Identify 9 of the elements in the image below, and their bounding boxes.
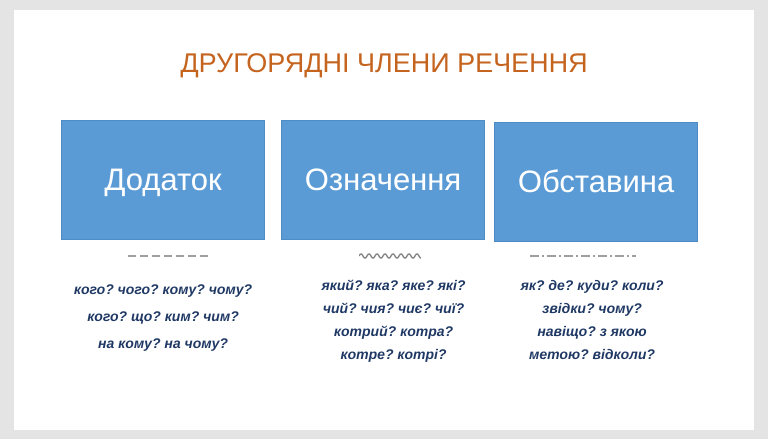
question-text: як? де? куди? коли? звідки? чому? навіщо? з якою метою? відколи? xyxy=(519,276,664,364)
question-text: який? яка? яке? які? чий? чия? чиє? чиї? котрий? котра? котре? котрі? xyxy=(320,276,466,364)
term-box: Означення xyxy=(281,120,485,240)
question-text: кого? чого? кому? чому? xyxy=(72,280,254,299)
term-box: Обставина xyxy=(494,122,698,242)
slide-title: ДРУГОРЯДНІ ЧЛЕНИ РЕЧЕННЯ xyxy=(179,48,589,79)
term-box: Додаток xyxy=(61,120,265,240)
question-text: на кому? на чому? xyxy=(97,334,229,353)
question-text: кого? що? ким? чим? xyxy=(86,307,240,326)
